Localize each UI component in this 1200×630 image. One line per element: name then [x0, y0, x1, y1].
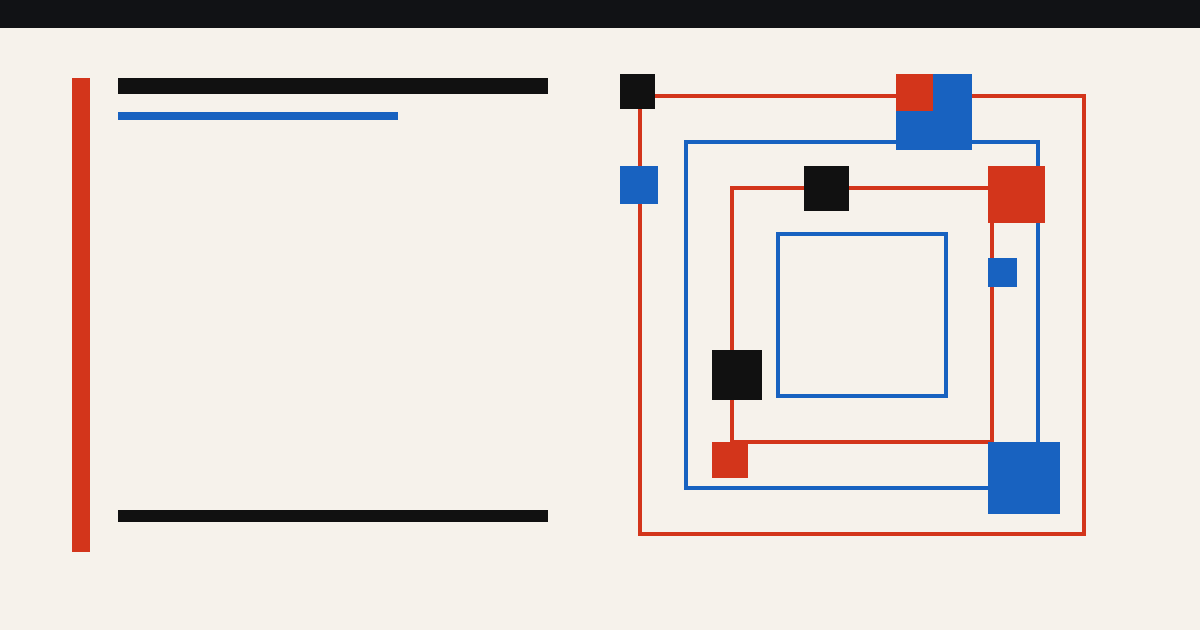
black-block [804, 166, 849, 211]
blue-block [988, 442, 1060, 514]
blue-block [620, 166, 658, 204]
footer-rule [118, 510, 548, 522]
title-rule [118, 78, 548, 94]
top-bar [0, 0, 1200, 28]
innermost-blue-frame [776, 232, 948, 398]
black-block [712, 350, 762, 400]
blue-frame [684, 140, 1040, 490]
outer-red-frame [638, 94, 1086, 536]
red-block [988, 166, 1045, 223]
inner-red-frame [730, 186, 994, 444]
black-block [620, 74, 655, 109]
red-block [712, 442, 748, 478]
blue-block [988, 258, 1017, 287]
subtitle-rule [118, 112, 398, 120]
red-block [896, 74, 933, 111]
red-accent-stripe [72, 78, 90, 552]
geometric-composition [600, 60, 1100, 540]
